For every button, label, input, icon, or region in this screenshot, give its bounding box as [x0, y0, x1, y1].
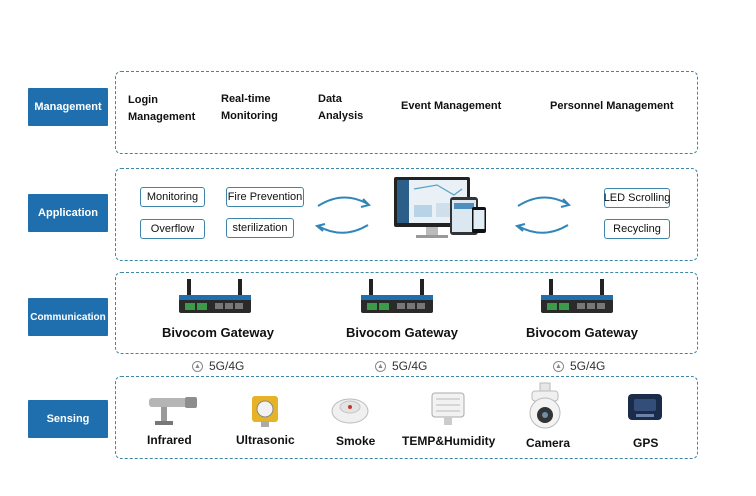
- gateway-icon: [361, 279, 433, 313]
- layer-tag-communication: Communication: [28, 298, 108, 336]
- communication-panel: [115, 272, 698, 354]
- sensor-label-temp-humidity: TEMP&Humidity: [402, 434, 496, 448]
- app-fire-prevention: Fire Prevention: [226, 187, 304, 207]
- signal-icon: ▲: [192, 360, 203, 372]
- infrared-sensor-icon: [149, 397, 197, 425]
- login-management: Login Management: [128, 94, 196, 123]
- ultrasonic-sensor-icon: [252, 396, 278, 427]
- app-monitoring: Monitoring: [140, 187, 205, 207]
- layer-tag-sensing: Sensing: [28, 400, 108, 438]
- network-label: 5G/4G: [392, 359, 428, 373]
- signal-icon: ▲: [375, 360, 386, 372]
- sensor-label-smoke: Smoke: [336, 434, 376, 448]
- sensor-label-gps: GPS: [633, 436, 659, 450]
- sensor-label-infrared: Infrared: [147, 433, 192, 447]
- management-panel: [115, 71, 698, 154]
- camera-icon: [529, 382, 561, 429]
- gateway-icon: [179, 279, 251, 313]
- data-analysis: Data Analysis: [318, 93, 364, 122]
- application-panel: [115, 168, 698, 261]
- network-label: 5G/4G: [209, 359, 245, 373]
- network-5g4g: ▲ 5G/4G: [375, 359, 427, 373]
- personnel-management: Personnel Management: [550, 100, 674, 112]
- gateway-label: Bivocom Gateway: [526, 325, 638, 340]
- app-sterilization: sterilization: [226, 218, 294, 238]
- network-label: 5G/4G: [570, 359, 606, 373]
- app-overflow: Overflow: [140, 219, 205, 239]
- app-led-scrolling: LED Scrolling: [604, 188, 670, 208]
- network-5g4g: ▲ 5G/4G: [553, 359, 605, 373]
- network-5g4g: ▲ 5G/4G: [192, 359, 244, 373]
- gateway-label: Bivocom Gateway: [346, 325, 458, 340]
- sensor-label-ultrasonic: Ultrasonic: [236, 433, 295, 447]
- realtime-monitoring: Real-time Monitoring: [221, 93, 278, 122]
- event-management: Event Management: [401, 100, 502, 112]
- temp-humidity-sensor-icon: [431, 392, 465, 425]
- smoke-detector-icon: [331, 398, 369, 424]
- layer-tag-application: Application: [28, 194, 108, 232]
- gateway-label: Bivocom Gateway: [162, 325, 274, 340]
- gateway-icon: [541, 279, 613, 313]
- sensing-panel: [115, 376, 698, 459]
- app-recycling: Recycling: [604, 219, 670, 239]
- monitor-icon: [394, 177, 486, 238]
- layer-tag-management: Management: [28, 88, 108, 126]
- sensor-label-camera: Camera: [526, 436, 571, 450]
- signal-icon: ▲: [553, 360, 564, 372]
- gps-device-icon: [628, 394, 662, 420]
